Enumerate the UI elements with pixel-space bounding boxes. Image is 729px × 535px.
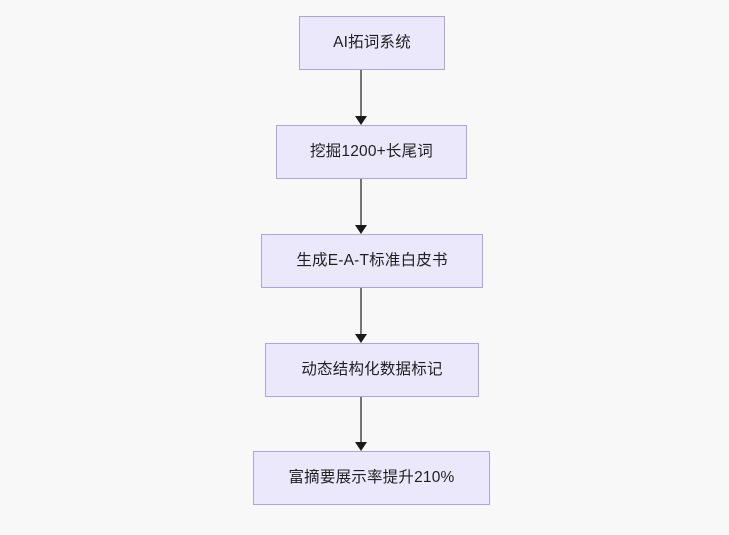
connector-node4-node5: [350, 397, 372, 451]
flow-node-longtail-keywords[interactable]: 挖掘1200+长尾词: [276, 125, 467, 179]
flow-node-rich-snippet-result[interactable]: 富摘要展示率提升210%: [253, 451, 490, 505]
arrowhead-icon: [355, 225, 367, 234]
connector-line: [360, 179, 362, 226]
flow-node-eat-whitepaper[interactable]: 生成E-A-T标准白皮书: [261, 234, 483, 288]
connector-line: [360, 288, 362, 335]
connector-node2-node3: [350, 179, 372, 234]
arrowhead-icon: [355, 334, 367, 343]
connector-node1-node2: [350, 70, 372, 125]
connector-line: [360, 397, 362, 443]
flow-node-structured-data-markup[interactable]: 动态结构化数据标记: [265, 343, 479, 397]
flow-node-ai-keyword-system[interactable]: AI拓词系统: [299, 16, 445, 70]
connector-node3-node4: [350, 288, 372, 343]
arrowhead-icon: [355, 116, 367, 125]
connector-line: [360, 70, 362, 117]
arrowhead-icon: [355, 442, 367, 451]
